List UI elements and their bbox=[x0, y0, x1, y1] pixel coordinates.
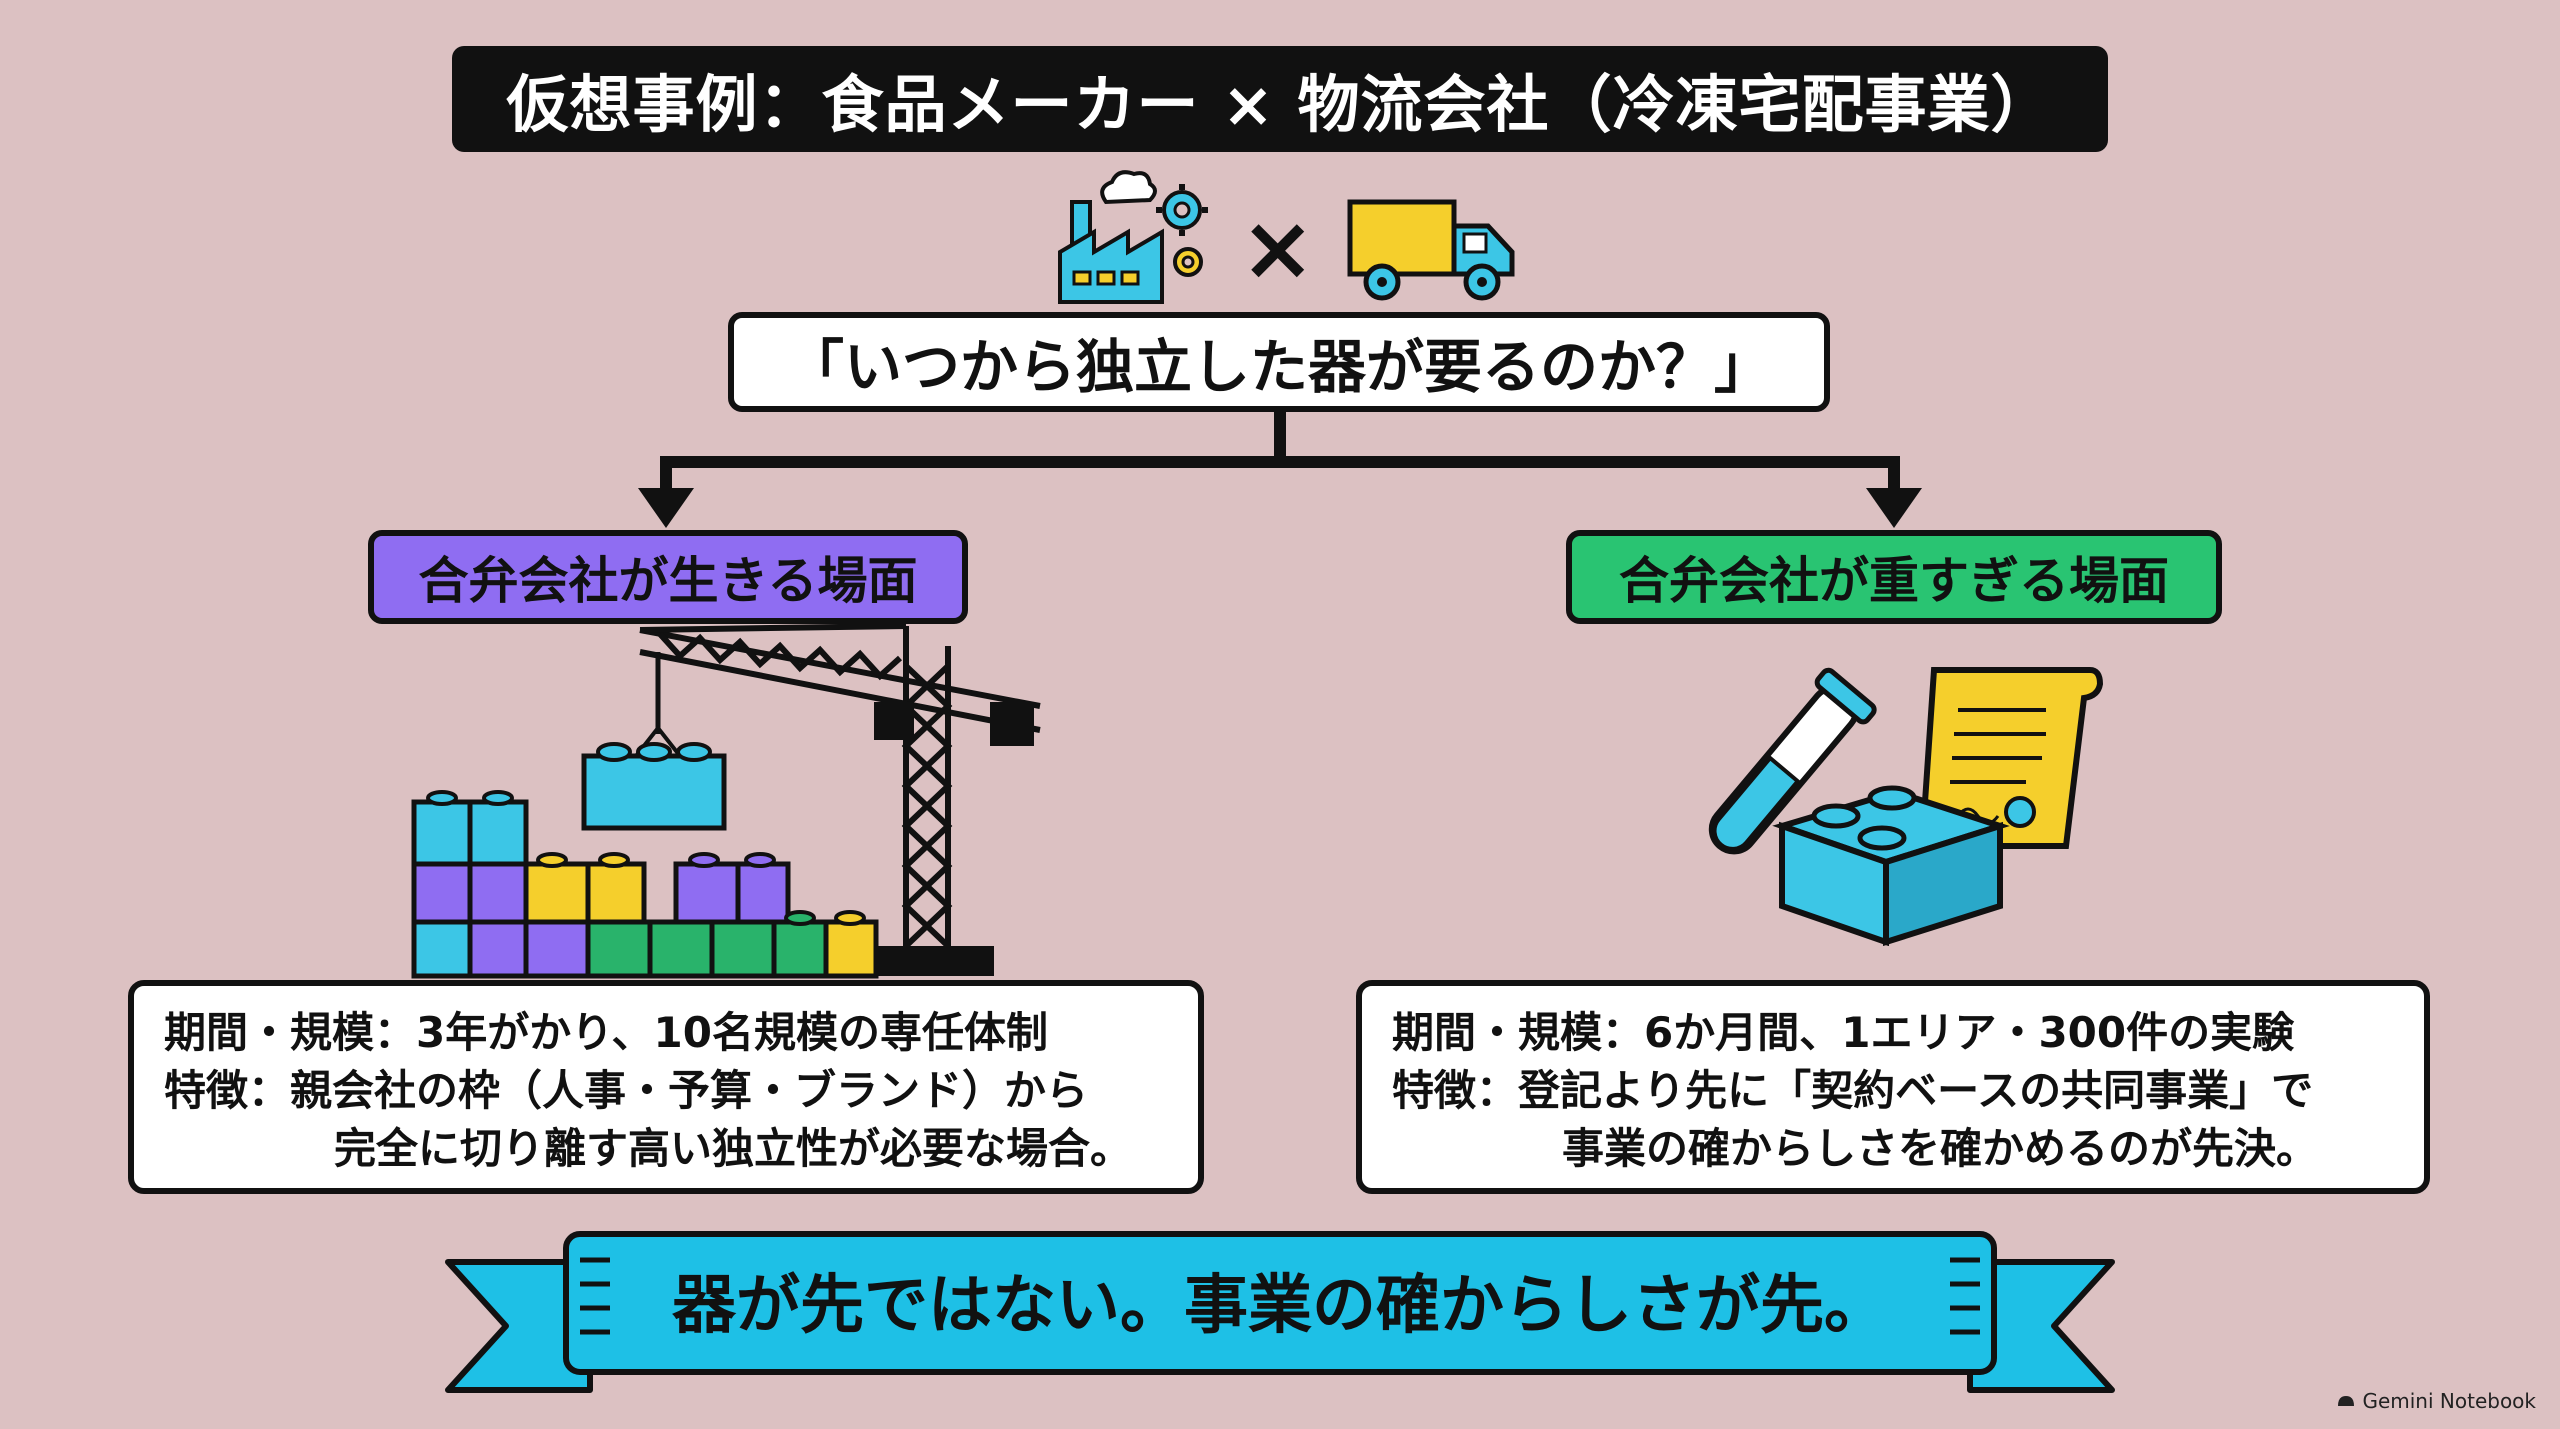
left-feature-line1: 親会社の枠（人事・予算・ブランド）から bbox=[290, 1066, 1089, 1115]
truck-icon bbox=[1347, 199, 1515, 301]
left-period-label: 期間・規模： bbox=[164, 1008, 417, 1057]
branch-arrows bbox=[638, 412, 1922, 528]
gemini-logo-icon bbox=[2338, 1396, 2355, 1406]
banner-message: 器が先ではない。事業の確からしさが先。 bbox=[672, 1269, 1888, 1343]
factory-icon bbox=[1058, 170, 1208, 304]
right-feature-label: 特徴： bbox=[1392, 1066, 1519, 1115]
right-period-row: 期間・規模： 6か月間、1エリア・300件の実験 bbox=[1392, 1004, 2394, 1062]
crane-building-blocks-illustration bbox=[411, 623, 1041, 979]
left-period-row: 期間・規模： 3年がかり、10名規模の専任体制 bbox=[164, 1004, 1168, 1062]
left-feature-label: 特徴： bbox=[164, 1066, 291, 1115]
right-scenario-card: 期間・規模： 6か月間、1エリア・300件の実験 特徴： 登記より先に「契約ベー… bbox=[1356, 980, 2430, 1194]
watermark: Gemini Notebook bbox=[2336, 1389, 2536, 1413]
right-period-text: 6か月間、1エリア・300件の実験 bbox=[1644, 1008, 2295, 1057]
right-scenario-tag: 合弁会社が重すぎる場面 bbox=[1566, 530, 2222, 624]
left-scenario-tag: 合弁会社が生きる場面 bbox=[368, 530, 968, 624]
gear-icon bbox=[1173, 247, 1203, 277]
left-feature-line2: 完全に切り離す高い独立性が必要な場合。 bbox=[334, 1124, 1133, 1173]
left-scenario-card: 期間・規模： 3年がかり、10名規模の専任体制 特徴： 親会社の枠（人事・予算・… bbox=[128, 980, 1204, 1194]
left-period-text: 3年がかり、10名規模の専任体制 bbox=[416, 1008, 1049, 1057]
right-period-label: 期間・規模： bbox=[1392, 1008, 1645, 1057]
right-feature-line1: 登記より先に「契約ベースの共同事業」で bbox=[1518, 1066, 2314, 1115]
left-feature-row: 特徴： 親会社の枠（人事・予算・ブランド）から bbox=[164, 1062, 1168, 1120]
times-operator: × bbox=[1240, 196, 1316, 301]
watermark-text: Gemini Notebook bbox=[2362, 1389, 2536, 1413]
gear-icon bbox=[1156, 184, 1208, 236]
right-feature-line2: 事業の確からしさを確かめるのが先決。 bbox=[1562, 1124, 2319, 1173]
central-question: 「いつから独立した器が要るのか？」 bbox=[728, 312, 1830, 412]
page-title: 仮想事例：食品メーカー × 物流会社（冷凍宅配事業） bbox=[452, 46, 2108, 152]
right-feature-row: 特徴： 登記より先に「契約ベースの共同事業」で bbox=[1392, 1062, 2394, 1120]
ribbon-banner bbox=[445, 1231, 2115, 1393]
test-tube-block-contract-illustration bbox=[1708, 667, 2104, 946]
